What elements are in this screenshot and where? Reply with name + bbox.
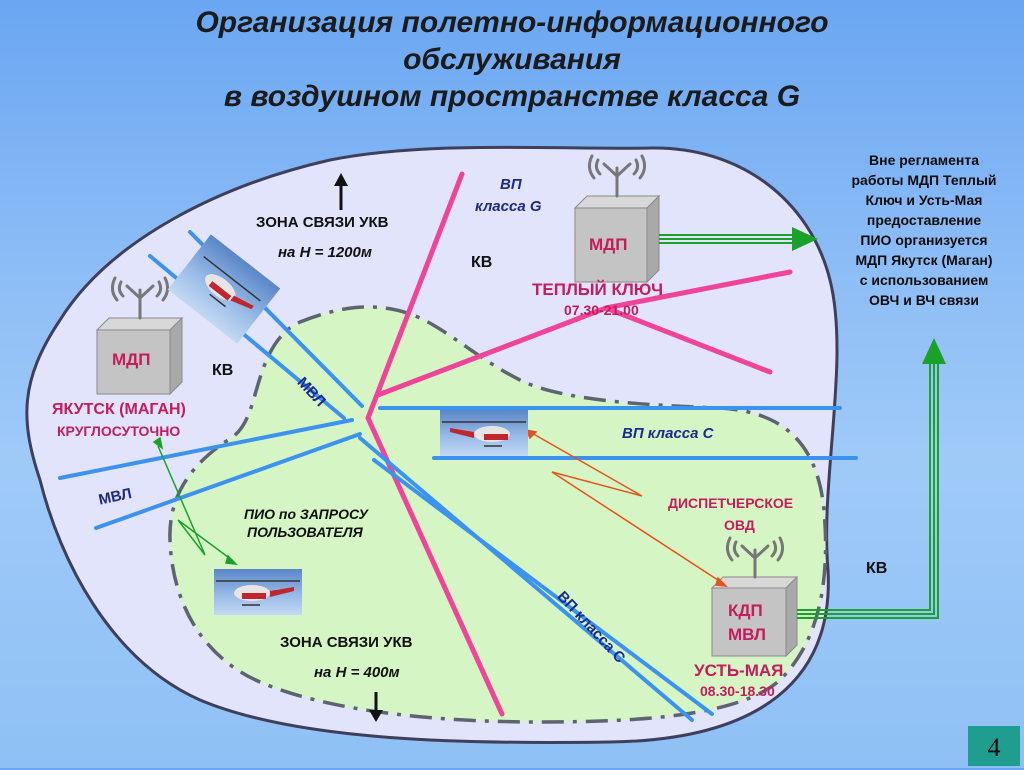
side-note-line: Ключ и Усть-Мая [865,192,983,208]
label-mdp-yakutsk: МДП [112,350,151,369]
label-pio-line2: ПОЛЬЗОВАТЕЛЯ [247,524,363,540]
label-tepliy-klyuch: ТЕПЛЫЙ КЛЮЧ [532,280,664,299]
side-note-line: предоставление [866,212,982,228]
side-note-line: работы МДП Теплый [851,172,997,188]
radio-link-pio [152,436,239,565]
radio-link-dispatch [524,428,729,587]
side-note-line: Вне регламента [869,152,979,168]
antenna-icon [110,276,170,320]
altitude-arrow-down [369,692,383,722]
station-box-tepliy [573,194,661,284]
label-mdp-tepliy: МДП [589,235,628,254]
helicopter-icon [203,256,261,310]
page-number: 4 [968,726,1020,766]
label-kv-right: КВ [866,560,888,577]
title-line-2: обслуживания [403,43,621,76]
slide-title: Организация полетно-информационного обсл… [0,4,1024,115]
label-round-the-clock: КРУГЛОСУТОЧНО [57,423,181,439]
station-box-yakutsk [95,316,184,396]
label-ukv-zone-top: ЗОНА СВЯЗИ УКВ [256,214,389,231]
label-height-bottom: на Н = 400м [314,664,400,681]
label-kv-top: КВ [471,254,493,271]
title-line-3: в воздушном пространстве класса G [223,80,801,113]
label-dispatch-line1: ДИСПЕТЧЕРСКОЕ [668,495,794,511]
altitude-arrow-up [334,173,348,210]
antenna-icon [725,536,785,579]
label-kdp: КДП [728,601,763,620]
title-line-1: Организация полетно-информационного [195,6,829,39]
helicopter-image [167,234,281,344]
label-vp-g-line1: ВП [500,176,522,193]
label-kv-left: КВ [212,362,234,379]
label-ust-maya: УСТЬ-МАЯ [694,661,784,680]
label-ukv-zone-bottom: ЗОНА СВЯЗИ УКВ [280,634,413,651]
side-note-line: ПИО организуется [860,232,988,248]
side-note-line: МДП Якутск (Маган) [855,252,993,268]
helicopter-icon [442,421,526,447]
green-arrow-right [659,227,818,251]
side-note-line: ОВЧ и ВЧ связи [869,292,979,308]
label-tepliy-hours: 07.30-21.00 [564,302,639,318]
green-arrow-up [797,338,946,619]
helicopter-icon [216,580,300,606]
label-yakutsk: ЯКУТСК (МАГАН) [52,401,186,418]
helicopter-image [214,569,302,615]
label-dispatch-line2: ОВД [724,517,755,533]
antenna-icon [587,154,647,198]
side-note-line: с использованием [859,272,989,288]
label-mvl-box: МВЛ [728,625,766,644]
label-ust-maya-hours: 08.30-18.30 [700,683,775,699]
helicopter-image [440,410,528,456]
station-box-ust-maya [710,575,799,658]
label-vp-class-c-right: ВП класса С [622,425,714,442]
label-vp-g-line2: класса G [475,198,542,215]
label-pio-line1: ПИО по ЗАПРОСУ [244,506,369,522]
class-g-boundaries [365,171,793,717]
label-height-top: на Н = 1200м [278,244,372,261]
side-note: Вне регламента работы МДП Теплый Ключ и … [826,150,1022,310]
